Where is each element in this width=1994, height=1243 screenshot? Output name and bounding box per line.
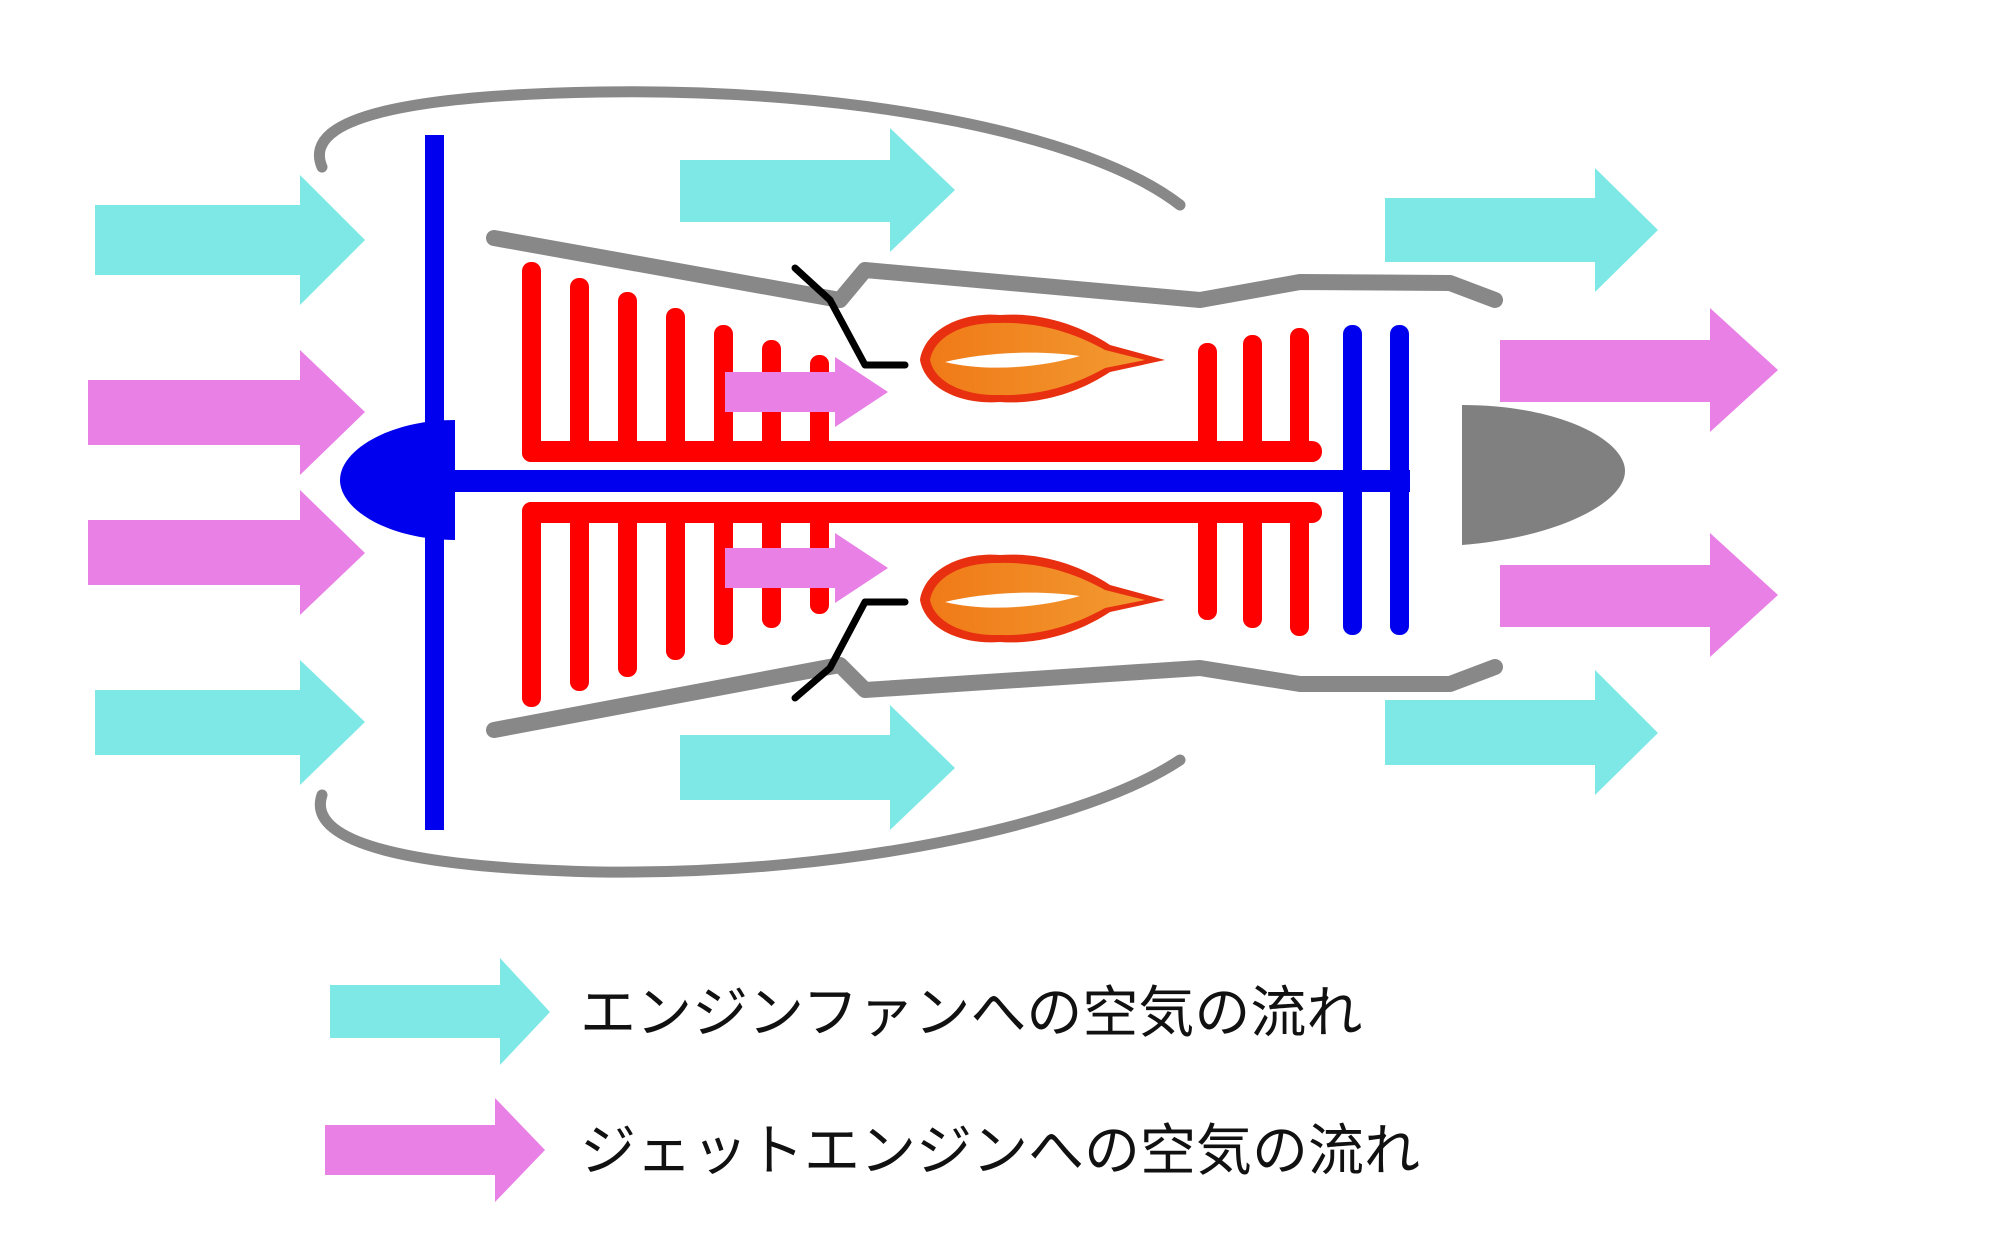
lp-turbine-blade (1390, 325, 1409, 635)
jet-air-arrow (725, 533, 888, 603)
jet-air-arrow (1500, 533, 1778, 657)
nacelle (314, 86, 1186, 878)
nacelle-top (314, 86, 1186, 211)
compressor-blade (714, 502, 733, 645)
lp-turbine-blade (1343, 325, 1362, 635)
fuel-injector-top (791, 264, 909, 369)
hp-turbine-blade (1198, 502, 1217, 620)
core-casing-top (486, 230, 1503, 308)
compressor-blade (522, 502, 541, 707)
fan (340, 135, 1410, 830)
fan-air-arrow (680, 705, 955, 830)
jet-air-arrow (88, 490, 365, 615)
spinner-nose (340, 420, 455, 540)
legend-item-fan-air: エンジンファンへの空気の流れ (330, 958, 1362, 1065)
hp-turbine-blade (1198, 343, 1217, 462)
legend-fan-air-label: エンジンファンへの空気の流れ (580, 981, 1362, 1046)
compressor-blade (618, 292, 637, 462)
jet-air-arrow (88, 350, 365, 475)
exhaust-cone (1462, 405, 1625, 545)
fuel-injector-bottom (791, 598, 909, 702)
flame-bottom (920, 554, 1165, 643)
legend-jet-air-label: ジェットエンジンへの空気の流れ (580, 1119, 1420, 1184)
fan-air-arrow (95, 660, 365, 785)
fan-air-arrows (95, 128, 1658, 830)
legend: エンジンファンへの空気の流れ ジェットエンジンへの空気の流れ (325, 958, 1420, 1202)
compressor-blade (666, 308, 685, 462)
legend-item-jet-air: ジェットエンジンへの空気の流れ (325, 1098, 1420, 1202)
compressor-blade (570, 502, 589, 691)
hp-turbine-blade (1243, 502, 1262, 628)
legend-fan-air-arrow (330, 958, 550, 1065)
fan-air-arrow (1385, 670, 1658, 795)
fan-air-arrow (680, 128, 955, 252)
fuel-injectors (791, 264, 909, 702)
compressor-blade (522, 262, 541, 462)
fan-air-arrow (95, 175, 365, 305)
hp-turbine-blade (1243, 335, 1262, 462)
legend-jet-air-arrow (325, 1098, 545, 1202)
lp-turbine (1343, 325, 1409, 635)
main-shaft (445, 470, 1410, 492)
nacelle-bottom (314, 754, 1186, 878)
jet-air-arrows (88, 308, 1778, 657)
compressor-blade (618, 502, 637, 677)
compressor-blade (666, 502, 685, 660)
combustion-flames (920, 314, 1165, 643)
hp-turbine-blade (1290, 328, 1309, 462)
compressor-blade (714, 325, 733, 462)
compressor-blade (570, 278, 589, 462)
fan-air-arrow (1385, 168, 1658, 292)
core-casing (486, 230, 1503, 738)
jet-air-arrow (725, 357, 888, 427)
hp-turbine-blade (1290, 502, 1309, 636)
flame-top (920, 314, 1165, 403)
core-casing-bottom (486, 657, 1503, 738)
jet-air-arrow (1500, 308, 1778, 432)
